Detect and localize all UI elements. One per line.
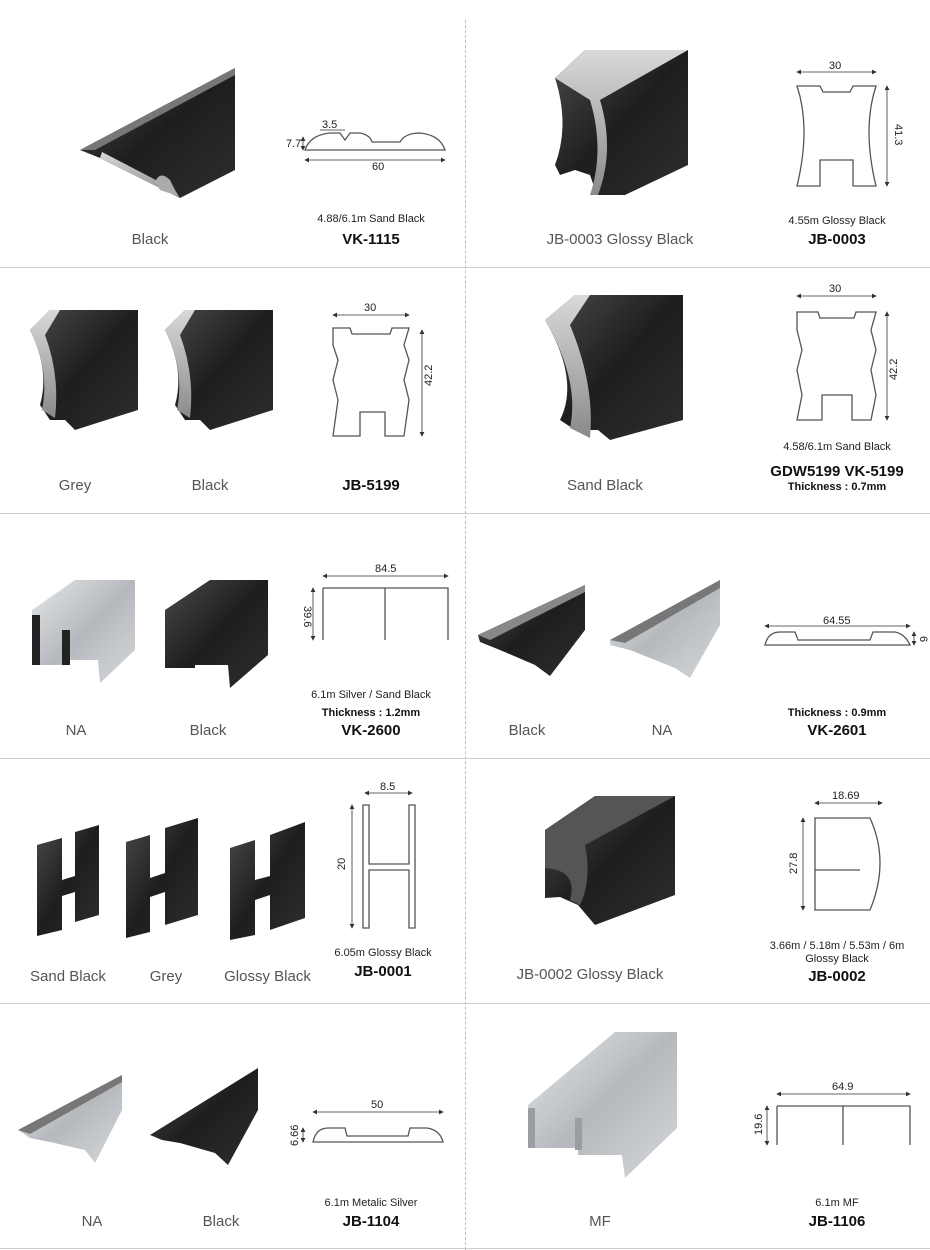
dim-label: 50: [371, 1099, 383, 1111]
product-photo-jb0002: [545, 796, 675, 925]
product-photo-vk1115: [80, 68, 235, 198]
dim-label: 64.55: [823, 615, 851, 627]
product-thickness: Thickness : 0.9mm: [787, 707, 887, 719]
product-spec: 6.1m MF: [815, 1197, 859, 1209]
color-label: Black: [191, 477, 229, 494]
dim-label: 27.8: [788, 853, 800, 874]
product-photo-jb0001-glossy: [230, 822, 305, 940]
product-photo-vk5199: [545, 295, 683, 440]
product-photo-jb1106: [528, 1032, 677, 1178]
product-photo-jb1104-silver: [18, 1075, 122, 1163]
product-code: VK-2601: [807, 722, 867, 739]
dim-label: 30: [829, 60, 841, 72]
product-photo-jb5199-black: [165, 310, 273, 430]
color-label: Sand Black: [30, 968, 106, 985]
product-code: JB-0002: [808, 968, 866, 985]
dim-label: 8.5: [380, 781, 395, 793]
profile-drawing-jb1104: 50 6.66: [289, 1099, 444, 1146]
product-code: JB-1104: [342, 1213, 400, 1230]
color-label: JB-0003 Glossy Black: [546, 231, 694, 248]
dim-label: 6.66: [289, 1125, 301, 1146]
product-spec: 3.66m / 5.18m / 5.53m / 6m: [769, 940, 905, 952]
color-label: Black: [202, 1213, 240, 1230]
color-label: Sand Black: [567, 477, 643, 494]
dim-label: 39.6: [301, 606, 313, 627]
profile-drawing-jb0003: 30 41.3: [796, 60, 904, 187]
product-photo-vk2600-black: [165, 580, 268, 688]
dim-label: 41.3: [892, 124, 904, 145]
profile-drawing-vk2600: 84.5 39.6: [301, 563, 449, 641]
dim-label: 7.7: [286, 138, 301, 150]
color-label: Glossy Black: [224, 968, 311, 985]
color-label: Black: [508, 722, 546, 739]
color-label: NA: [65, 722, 87, 739]
product-photo-jb5199-grey: [30, 310, 138, 430]
product-photo-jb1104-black: [150, 1068, 258, 1165]
product-spec: 4.88/6.1m Sand Black: [317, 213, 425, 225]
dim-label: 19.6: [753, 1114, 765, 1135]
product-photo-vk2601-black: [478, 585, 585, 676]
product-code: JB-0001: [354, 963, 412, 980]
color-label: NA: [651, 722, 673, 739]
dim-label: 84.5: [375, 563, 396, 575]
dim-label: 6: [917, 636, 929, 642]
dim-label: 42.2: [423, 365, 435, 386]
product-code: JB-1106: [808, 1213, 866, 1230]
product-photo-jb0001-grey: [126, 818, 198, 938]
product-thickness: Thickness : 1.2mm: [321, 707, 421, 719]
product-photo-vk2600-silver: [32, 580, 135, 683]
product-code: JB-5199: [342, 477, 400, 494]
product-code: GDW5199 VK-5199: [770, 463, 904, 480]
color-label: Black: [131, 231, 169, 248]
product-spec: 6.05m Glossy Black: [334, 947, 432, 959]
product-spec: 4.58/6.1m Sand Black: [783, 441, 891, 453]
profile-drawing-vk2601: 64.55 6: [764, 615, 929, 646]
dim-label: 20: [336, 858, 348, 870]
product-photo-jb0003: [555, 50, 688, 195]
product-thickness: Thickness : 0.7mm: [787, 481, 887, 493]
color-label: NA: [81, 1213, 103, 1230]
dim-label: 60: [372, 161, 384, 173]
product-spec-line2: Glossy Black: [805, 953, 869, 965]
product-spec: 6.1m Silver / Sand Black: [311, 689, 431, 701]
product-code: VK-1115: [342, 231, 400, 248]
dim-label: 18.69: [832, 790, 860, 802]
product-code: JB-0003: [808, 231, 866, 248]
color-label: Grey: [58, 477, 92, 494]
product-photo-jb0001-sandblack: [37, 825, 99, 936]
color-label: JB-0002 Glossy Black: [516, 966, 664, 983]
profile-drawing-vk5199: 30 42.2: [796, 283, 900, 421]
product-spec: 6.1m Metalic Silver: [324, 1197, 418, 1209]
color-label: Grey: [149, 968, 183, 985]
dim-label: 3.5: [322, 119, 337, 131]
profile-drawing-jb1106: 64.9 19.6: [753, 1081, 911, 1146]
profile-drawing-jb0001: 8.5 20: [336, 781, 416, 929]
color-label: Black: [189, 722, 227, 739]
profile-drawing-jb5199: 30 42.2: [332, 302, 435, 437]
dim-label: 42.2: [888, 359, 900, 380]
dim-label: 30: [364, 302, 376, 314]
dim-label: 30: [829, 283, 841, 295]
column-divider: [465, 20, 466, 1250]
profile-drawing-vk1115: 3.5 7.7 60: [286, 119, 446, 173]
dim-label: 64.9: [832, 1081, 853, 1093]
product-code: VK-2600: [341, 722, 401, 739]
product-photo-vk2601-silver: [610, 580, 720, 678]
profile-drawing-jb0002: 18.69 27.8: [788, 790, 883, 911]
color-label: MF: [589, 1213, 611, 1230]
product-spec: 4.55m Glossy Black: [788, 215, 886, 227]
